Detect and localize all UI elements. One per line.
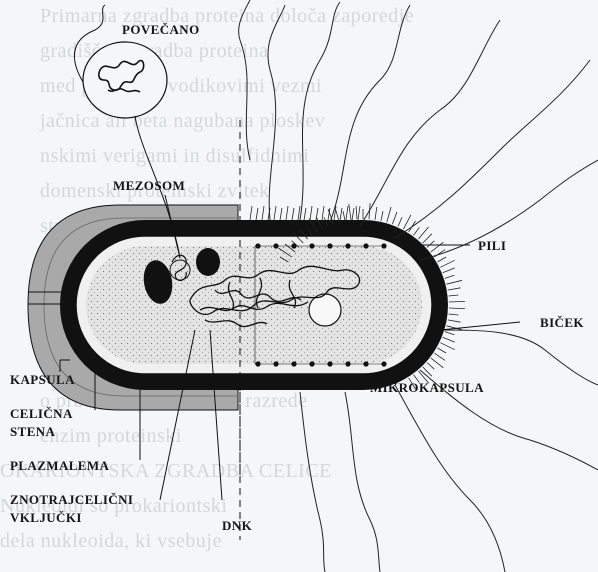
pilus — [298, 206, 300, 220]
label-povecano: POVEČANO — [122, 22, 200, 37]
label-dnk: DNK — [222, 518, 253, 533]
pilus — [346, 206, 348, 220]
pilus — [431, 242, 444, 252]
pilus — [392, 212, 397, 224]
pilus — [449, 308, 465, 309]
background-text-line: jačnica ali beta nagubana ploskev — [39, 110, 325, 132]
pilus — [449, 314, 459, 315]
pilus — [423, 367, 432, 376]
label-bicek: BIČEK — [540, 315, 584, 330]
pilus — [448, 288, 461, 290]
label-celicna: CELIČNA — [10, 406, 73, 421]
pilus — [274, 206, 276, 220]
pilus — [431, 358, 444, 368]
pilus — [286, 206, 288, 220]
pilus — [423, 234, 432, 243]
background-text-line: dela nukleoida, ki vsebuje — [0, 530, 222, 552]
pilus — [445, 275, 455, 278]
label-znotrajcelicni: ZNOTRAJCELIČNI — [10, 492, 133, 507]
label-mikrokapsula: MIKROKAPSULA — [370, 380, 484, 395]
pilus — [427, 241, 434, 248]
background-text-line: med proteini z vodikovimi vezmi — [40, 75, 322, 97]
label-pili: PILI — [478, 238, 506, 253]
pilus — [438, 257, 447, 262]
pilus — [438, 348, 447, 353]
pilus — [403, 215, 411, 229]
pilus — [427, 363, 434, 370]
background-text-line: Primarna zgradba proteina določa zapored… — [40, 5, 414, 27]
pilus — [358, 206, 360, 220]
inclusion-body-2 — [196, 248, 220, 276]
pilus — [322, 206, 324, 220]
pilus — [418, 227, 428, 239]
pilus — [343, 211, 345, 221]
pilus — [449, 301, 465, 302]
pilus — [349, 204, 351, 220]
pilus — [448, 320, 461, 322]
pilus — [440, 343, 454, 350]
pilus — [356, 206, 357, 219]
inclusion-vacuole — [309, 294, 341, 326]
pilus — [280, 208, 282, 220]
pilus — [449, 295, 459, 296]
pilus — [340, 208, 342, 220]
pilus — [256, 208, 258, 220]
background-text-line: enzim proteinski — [40, 425, 182, 447]
pilus — [262, 206, 264, 220]
label-mezosom: MEZOSOM — [113, 178, 185, 193]
pilus — [443, 268, 455, 273]
pilus — [387, 207, 391, 222]
label-kapsula: KAPSULA — [10, 372, 75, 387]
background-text-line: nskimi verigami in disulfidnimi — [40, 145, 309, 167]
pilus — [375, 207, 377, 220]
pilus — [352, 208, 354, 220]
pilus — [310, 206, 312, 220]
pilus — [443, 337, 455, 342]
pilus — [292, 208, 294, 220]
label-stena: STENA — [10, 424, 56, 439]
pilus — [414, 227, 420, 235]
pilus — [250, 206, 252, 220]
pilus — [445, 332, 455, 335]
label-vkljucki: VKLJUČKI — [10, 510, 82, 525]
pilus — [398, 217, 402, 226]
pilus — [381, 211, 383, 221]
pilus — [440, 260, 454, 267]
label-plazmalema: PLAZMALEMA — [10, 458, 110, 473]
pilus — [434, 353, 445, 360]
pilus — [446, 280, 462, 284]
pilus — [304, 208, 306, 220]
